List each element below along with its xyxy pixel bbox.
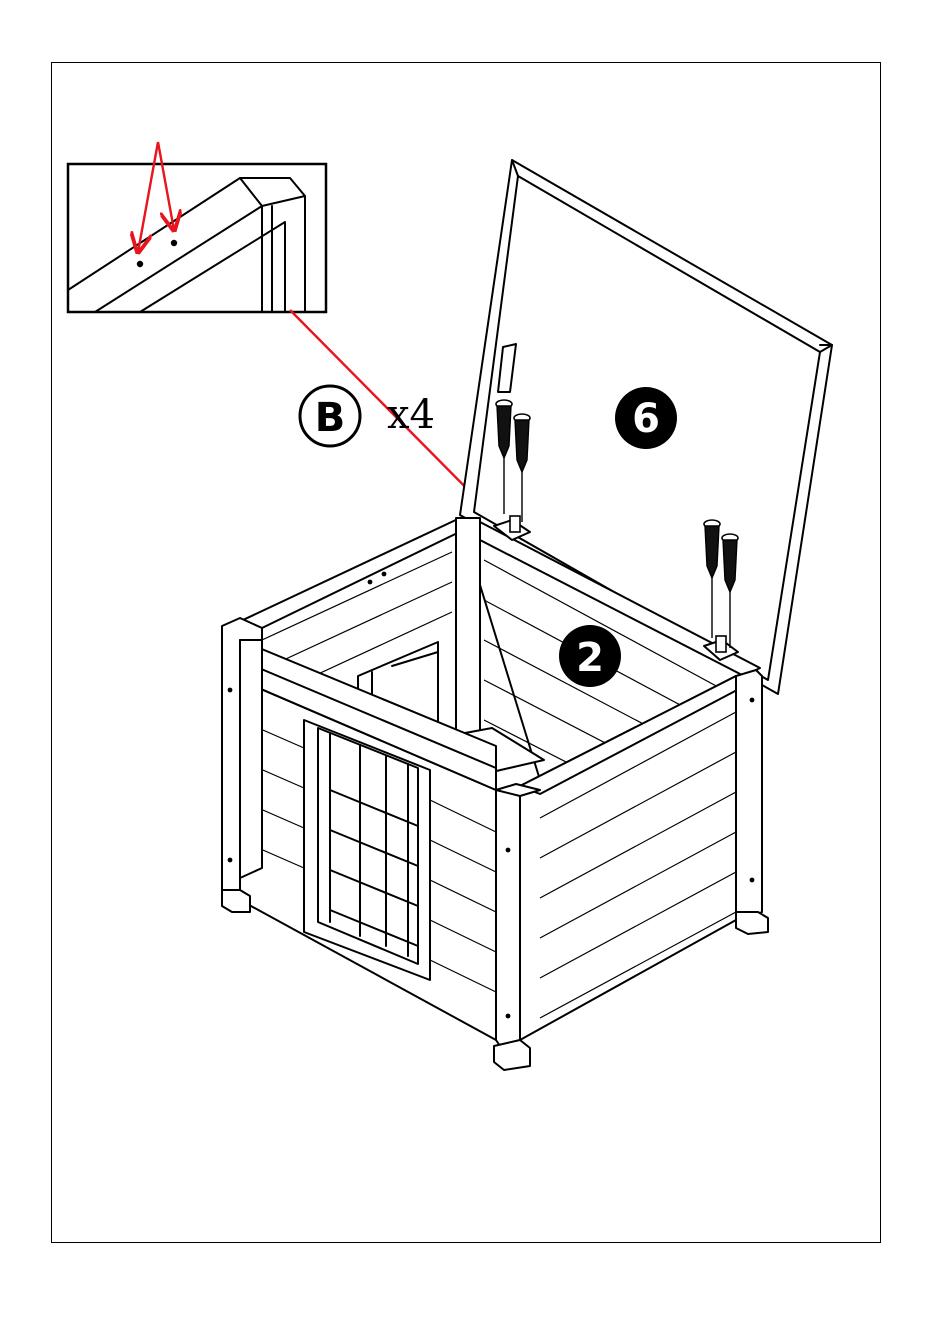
base-number-badge: 2 bbox=[559, 625, 621, 687]
detail-inset bbox=[68, 142, 326, 312]
part-b-letter: B bbox=[315, 395, 346, 441]
lid-number-badge: 6 bbox=[615, 387, 677, 449]
base-number: 2 bbox=[576, 635, 604, 681]
hole-marker bbox=[137, 261, 143, 267]
part-quantity: x4 bbox=[387, 392, 435, 438]
part-b-label: B bbox=[300, 386, 360, 446]
lid-number: 6 bbox=[632, 396, 660, 442]
hole-marker bbox=[171, 240, 177, 246]
